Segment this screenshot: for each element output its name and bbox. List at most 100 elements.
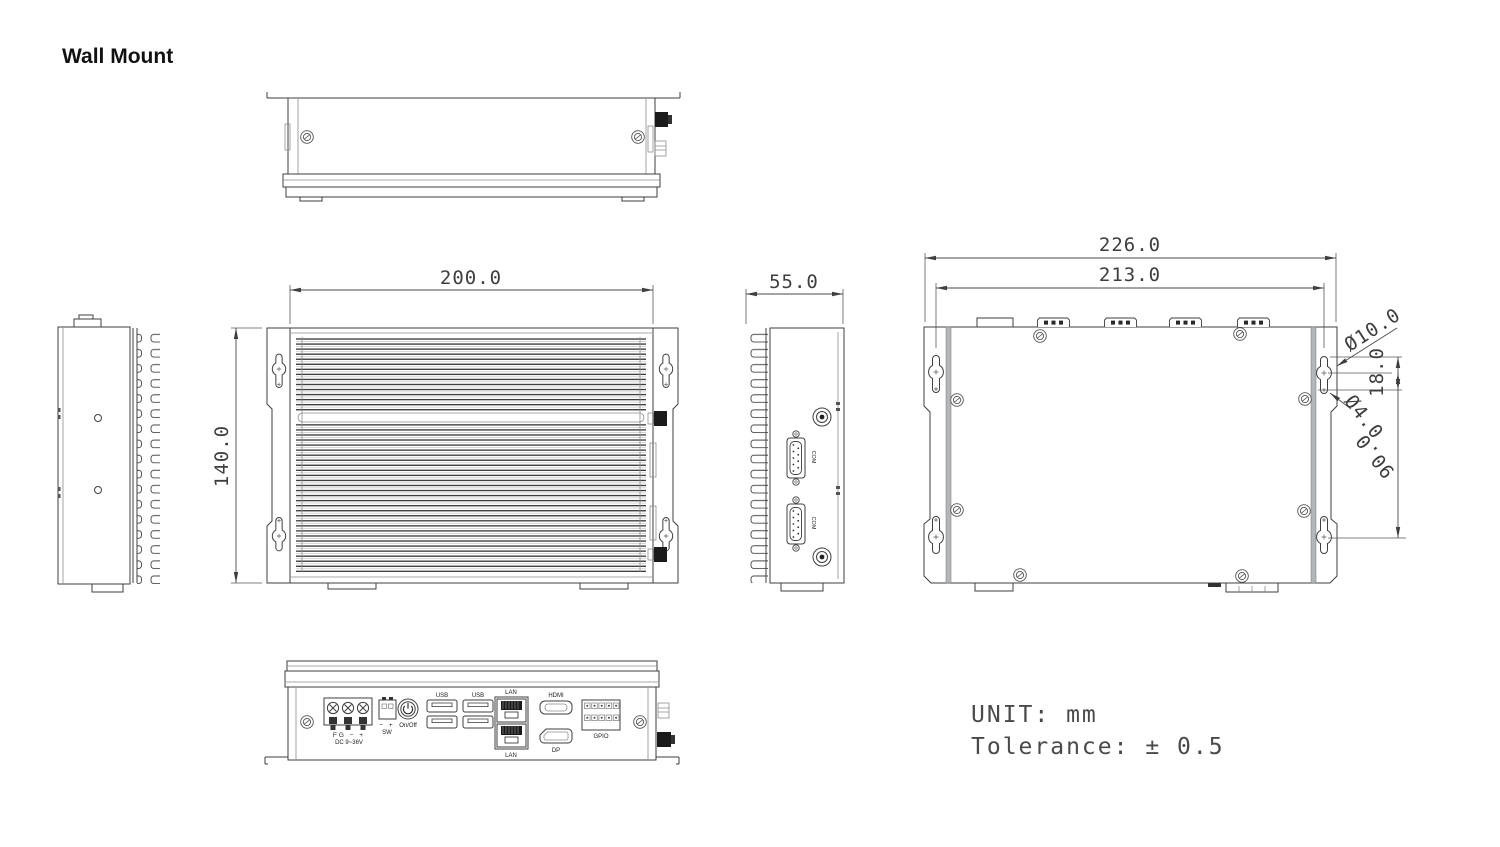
connector-block-icon (1237, 317, 1270, 328)
usb-port (462, 699, 494, 713)
dim-front-width: 200.0 (440, 267, 502, 289)
dim-hole-spacing-horizontal: 213.0 (1099, 264, 1161, 286)
side-tab (647, 125, 654, 153)
screw-icon (633, 715, 647, 729)
extension-lines (289, 285, 654, 324)
antenna-jack-icon (812, 407, 832, 427)
usb-label: USB (436, 693, 448, 699)
connector-block-icon (1169, 317, 1202, 328)
antenna-connector-icon (647, 547, 667, 562)
gpio-terminal-block (581, 699, 621, 731)
left-side-view (57, 314, 160, 593)
mount-plate-edge (264, 756, 680, 765)
dim-side-depth: 55.0 (769, 271, 819, 293)
tolerance-note: Tolerance: ± 0.5 (971, 734, 1225, 760)
edge-lines (290, 332, 653, 578)
bottom-tab (1208, 583, 1221, 587)
lan-housing (494, 696, 529, 750)
callout-slot-length: 18.0 (1366, 347, 1388, 397)
hdmi-port (539, 700, 573, 715)
right-bracket (653, 327, 679, 584)
hole (94, 486, 102, 494)
unit-note: UNIT: mm (971, 702, 1098, 728)
body-outline (57, 326, 131, 585)
hole (94, 414, 102, 422)
page-title: Wall Mount (62, 45, 173, 68)
hdmi-label: HDMI (548, 693, 564, 699)
screw-icon (1233, 327, 1247, 341)
connector-block-icon (1104, 317, 1137, 328)
usb-port (426, 715, 458, 729)
power-terminal-label: FG − + (333, 732, 365, 739)
keyhole-slot (271, 353, 287, 388)
usb-port (462, 715, 494, 729)
dim-front-height: 140.0 (211, 425, 233, 487)
gpio-label: GPIO (593, 734, 608, 740)
panel-edge-lines (297, 98, 647, 174)
heatsink-fins (132, 328, 160, 584)
keyhole-slot (271, 517, 287, 552)
mount-plate-edge (266, 92, 681, 99)
screw-icon (631, 130, 645, 144)
screw-icon (1297, 504, 1311, 518)
front-view: 200.0 140.0 (211, 267, 679, 590)
screw-icon (1013, 568, 1027, 582)
screw-icon (950, 503, 964, 517)
screw-icon (1033, 329, 1047, 343)
extension-lines (935, 283, 1325, 348)
antenna-connector-icon (655, 112, 672, 127)
foot (579, 582, 629, 590)
chassis-edge-strip (945, 326, 952, 584)
lan-port (496, 723, 527, 748)
connector-icon (657, 702, 670, 719)
usb-port (426, 699, 458, 713)
top-view (266, 92, 681, 202)
side-tab (649, 505, 657, 541)
top-tab (976, 317, 1014, 328)
heatsink-fins (745, 328, 771, 583)
mount-plate-outline (923, 326, 1338, 584)
bottom-tab (974, 582, 1014, 592)
lan-port (496, 698, 527, 723)
screw-icon (1235, 569, 1249, 583)
dp-label: DP (552, 748, 560, 754)
power-terminal-block (323, 697, 373, 730)
edge-marks (836, 402, 840, 495)
right-side-view: 55.0 COM COM (745, 271, 845, 592)
keyhole-slot (658, 517, 674, 552)
side-tab (284, 123, 291, 151)
base-plate (284, 660, 660, 688)
antenna-connector-icon (647, 411, 667, 426)
remote-switch-connector (378, 697, 397, 720)
dp-port (539, 728, 573, 744)
top-tab (78, 314, 94, 320)
bottom-tab (91, 583, 124, 593)
com-port-label: COM (810, 451, 816, 464)
bottom-tab (780, 582, 824, 592)
chassis-outline (287, 97, 656, 175)
base-plate (282, 173, 661, 202)
usb-label: USB (472, 693, 484, 699)
foot (327, 582, 377, 590)
power-button (397, 698, 419, 720)
heatsink-fins (296, 337, 646, 572)
lan-label-bottom: LAN (505, 753, 517, 759)
bottom-io-view: FG − + DC 9~36V − + SW On/Off USB USB LA… (264, 660, 680, 765)
keyhole-slot (928, 516, 944, 554)
dim-mount-overall-width: 226.0 (1099, 234, 1161, 256)
power-button-label: On/Off (399, 723, 417, 729)
keyhole-slot (928, 355, 944, 393)
com-port (786, 430, 806, 486)
screw-icon (300, 715, 314, 729)
edge-lines (295, 687, 649, 760)
com-port-label: COM (810, 517, 816, 530)
keyhole-slot (1316, 516, 1332, 554)
connector-icon (654, 140, 667, 157)
com-port (786, 496, 806, 552)
panel-outline (287, 686, 657, 761)
antenna-connector-icon (657, 732, 675, 747)
keyhole-slot (1316, 356, 1332, 394)
body-outline (769, 327, 845, 584)
